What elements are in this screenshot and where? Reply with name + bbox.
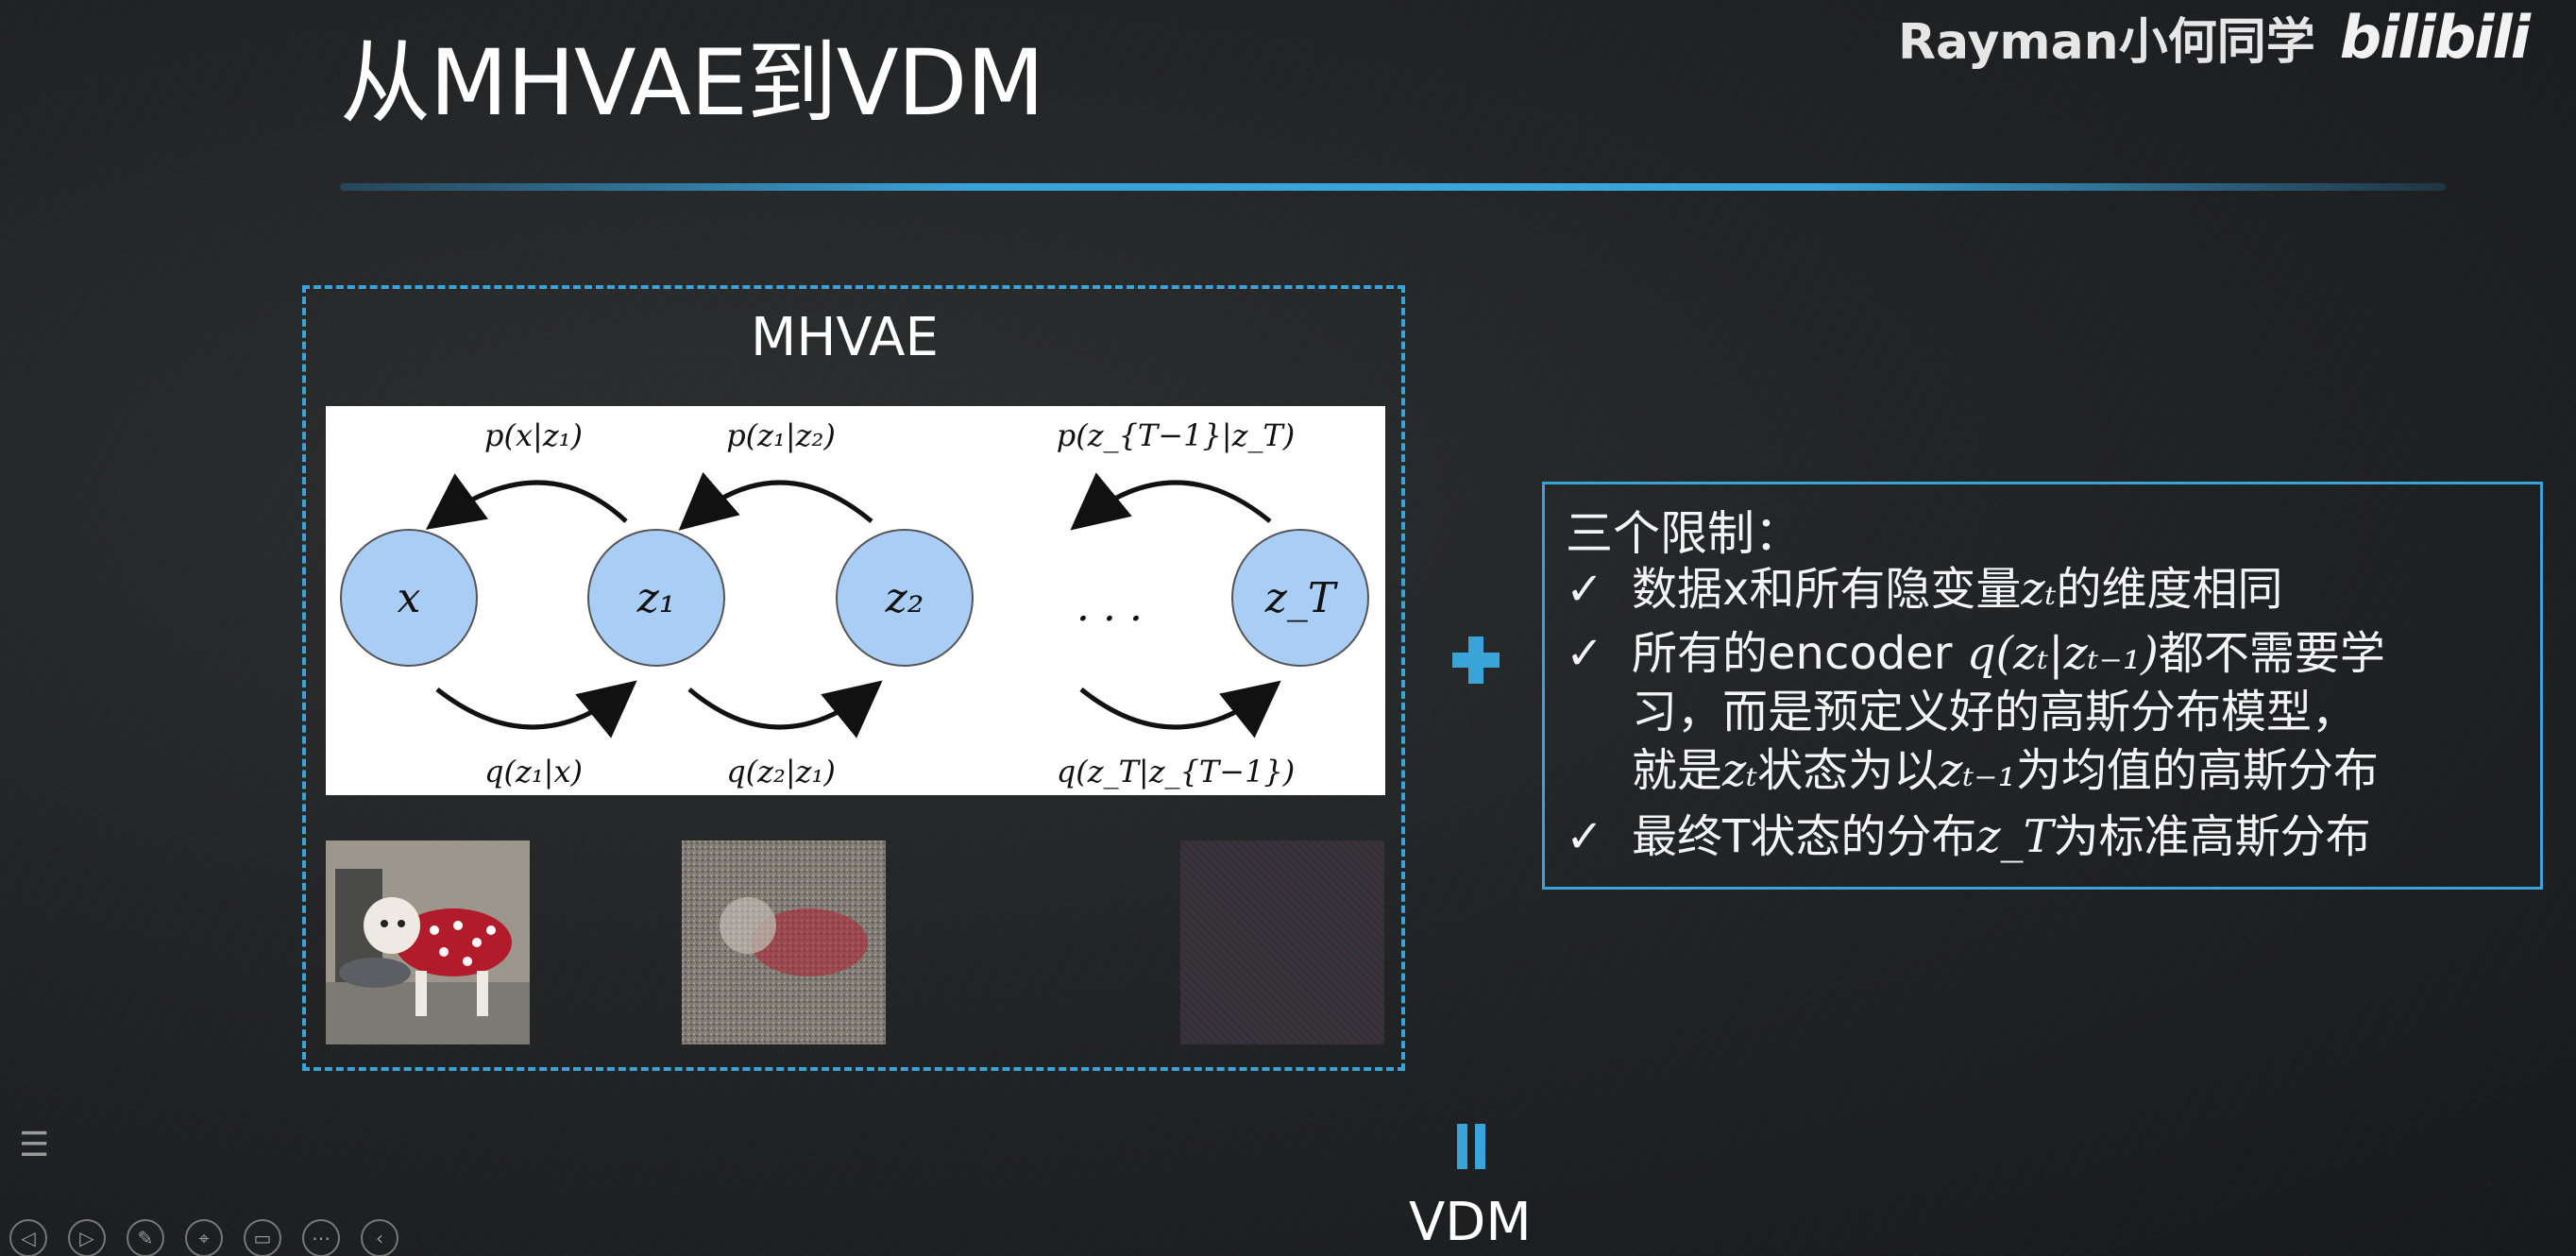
- constraint-2-line-2: 习，而是预定义好的高斯分布模型，: [1632, 686, 2358, 738]
- pointer-icon[interactable]: ⌖: [185, 1219, 223, 1256]
- node-zT: [1231, 529, 1369, 667]
- constraint-2-line-3-math-2: zₜ₋₁: [1939, 744, 2016, 797]
- check-icon: ✓: [1566, 563, 1604, 616]
- node-zT-label: z_T: [1264, 574, 1339, 622]
- constraint-3-text-end: 为标准高斯分布: [2053, 810, 2371, 863]
- constraint-2-math: q(zₜ|zₜ₋₁): [1966, 627, 2159, 680]
- encoder-arrow-1: [435, 680, 637, 738]
- constraint-1-math: zₜ: [2021, 563, 2057, 616]
- bilibili-logo: bilibili: [2339, 2, 2531, 72]
- watermark-author: Rayman小何同学: [1897, 13, 2315, 71]
- constraint-3-text: 最终T状态的分布: [1632, 810, 1977, 863]
- encoder-arrow-2: [687, 680, 883, 738]
- vdm-label: VDM: [1409, 1192, 1532, 1253]
- player-toolbar: ◁ ▷ ✎ ⌖ ▭ ⋯ ‹: [9, 1214, 398, 1256]
- encoder-label-2: q(z₂|z₁): [726, 754, 836, 789]
- previous-icon[interactable]: ◁: [9, 1219, 47, 1256]
- list-icon[interactable]: ☰: [19, 1126, 50, 1164]
- decoder-arrow-2: [678, 471, 873, 531]
- constraint-2-line-3-mid: 状态为以: [1757, 744, 1940, 797]
- node-x: [340, 529, 478, 667]
- node-z1-label: z₁: [636, 574, 676, 622]
- more-icon[interactable]: ⋯: [302, 1219, 340, 1256]
- encoder-label-3: q(z_T|z_{T−1}): [1057, 754, 1296, 789]
- constraint-2: ✓ 所有的encoder q(zₜ|zₜ₋₁)都不需要学: [1566, 624, 2385, 683]
- watermark: Rayman小何同学 bilibili: [1897, 2, 2531, 72]
- constraint-3: ✓ 最终T状态的分布z_T为标准高斯分布: [1566, 807, 2371, 866]
- clean-dog-image: [326, 840, 530, 1044]
- encoder-label-1: q(z₁|x): [484, 754, 583, 789]
- constraint-1: ✓ 数据x和所有隐变量zₜ的维度相同: [1566, 560, 2283, 619]
- decoder-arrow-1: [425, 473, 628, 530]
- mhvae-label: MHVAE: [751, 307, 939, 368]
- mhvae-graph: x z₁ z₂ z_T · · · p(x|z₁) p(z₁|z₂) p(z_{…: [340, 417, 1369, 789]
- mhvae-diagram: x z₁ z₂ z_T · · · p(x|z₁) p(z₁|z₂) p(z_{…: [326, 406, 1385, 795]
- constraints-panel: 三个限制： ✓数据x和所有隐变量zₜ的维度相同 ✓所有的encoder q(zₜ…: [1542, 482, 2543, 890]
- encoder-arrow-3: [1079, 680, 1281, 738]
- constraint-1-text: 数据x和所有隐变量: [1632, 563, 2022, 616]
- mhvae-dashed-frame: [302, 285, 1405, 1071]
- screen-icon[interactable]: ▭: [244, 1219, 281, 1256]
- constraint-3-math: z_T: [1976, 810, 2054, 863]
- decoder-label-2: p(z₁|z₂): [726, 417, 836, 453]
- ellipsis: · · ·: [1076, 595, 1143, 643]
- constraint-2-text: 所有的encoder: [1632, 627, 1967, 680]
- constraint-2-line-3-post: 为均值的高斯分布: [2015, 744, 2379, 797]
- constraints-heading: 三个限制：: [1566, 506, 1802, 561]
- decoder-arrow-3: [1070, 472, 1272, 531]
- constraint-1-text-end: 的维度相同: [2056, 563, 2283, 616]
- constraint-2-line-3-math-1: zₜ: [1722, 744, 1758, 797]
- constraint-2-text-end: 都不需要学: [2158, 627, 2385, 680]
- pure-noise-image: [1180, 840, 1384, 1044]
- decoder-label-3: p(z_{T−1}|z_T): [1057, 417, 1296, 453]
- pen-icon[interactable]: ✎: [127, 1219, 164, 1256]
- slide-title: 从MHVAE到VDM: [340, 30, 1044, 136]
- node-z1: [587, 529, 725, 667]
- decoder-label-1: p(x|z₁): [484, 417, 583, 453]
- plus-icon: [1452, 636, 1500, 684]
- node-z2: [836, 529, 974, 667]
- constraint-2-line-3: 就是zₜ状态为以zₜ₋₁为均值的高斯分布: [1566, 741, 2379, 800]
- equals-icon: [1457, 1124, 1485, 1169]
- collapse-icon[interactable]: ‹: [361, 1219, 398, 1256]
- check-icon: ✓: [1566, 627, 1604, 680]
- check-icon: ✓: [1566, 810, 1604, 863]
- node-x-label: x: [398, 574, 421, 622]
- node-z2-label: z₂: [885, 574, 924, 622]
- next-icon[interactable]: ▷: [68, 1219, 106, 1256]
- title-underline: [340, 183, 2446, 191]
- constraint-2-line-3-pre: 就是: [1632, 744, 1723, 797]
- noisy-dog-image: [682, 840, 886, 1044]
